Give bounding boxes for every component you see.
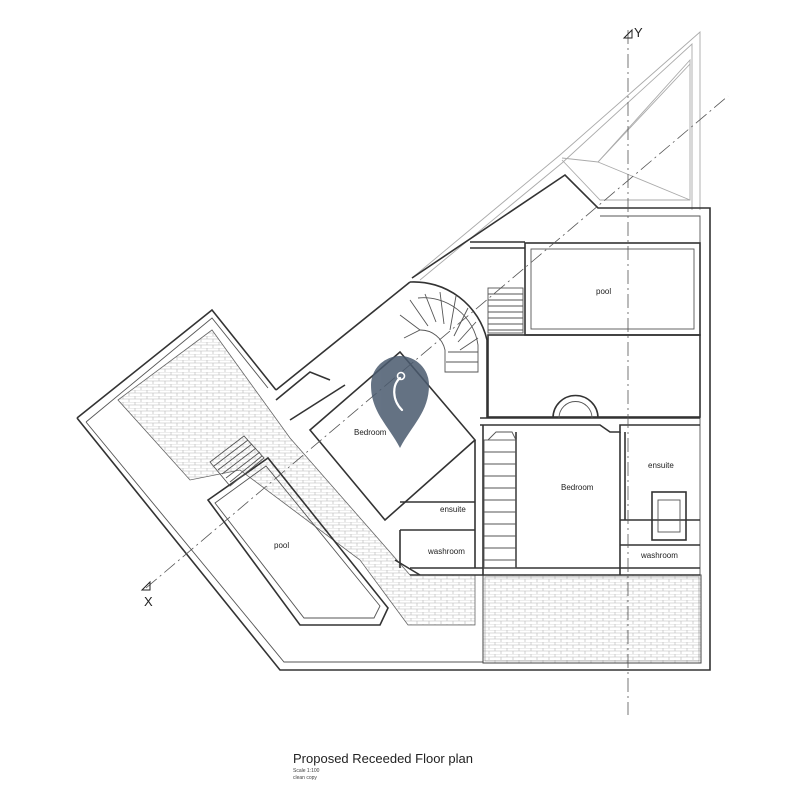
scale-note: Scale 1:100 [293,768,320,774]
drawing-title: Proposed Receeded Floor plan [293,751,473,766]
axis-y-label: Y [634,25,643,40]
stair-middle [483,431,517,569]
section-axes [140,28,729,715]
room-label-washroom-left: washroom [427,547,465,556]
room-label-bedroom-left: Bedroom [354,428,387,437]
pool-lower [206,456,389,626]
pool-upper [524,242,701,336]
stair-left [209,435,265,487]
room-label-pool-upper: pool [596,287,611,296]
copy-note: clean copy [293,775,317,781]
paving [117,329,702,664]
room-label-washroom-right: washroom [640,551,678,560]
stair-upper [487,287,524,334]
room-label-ensuite-right: ensuite [648,461,674,470]
upper-terrace [411,31,701,281]
room-label-bedroom-right: Bedroom [561,483,594,492]
axis-x-label: X [144,594,153,609]
room-label-pool-lower: pool [274,541,289,550]
room-label-ensuite-left: ensuite [440,505,466,514]
map-pin-icon [371,356,429,448]
